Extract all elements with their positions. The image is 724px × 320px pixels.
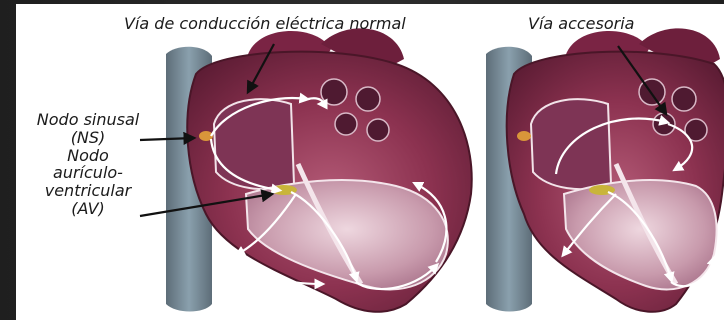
sa-node-2	[517, 131, 531, 141]
left-labels: Nodo sinusal (NS) Nodo aurículo- ventric…	[20, 112, 156, 219]
accessory-heart	[486, 28, 724, 311]
accessory-pathway-label: Vía accesoria	[528, 16, 634, 33]
av-node-label-line4: (AV)	[20, 201, 156, 218]
normal-heart	[140, 28, 472, 311]
sinus-node-label-line2: (NS)	[20, 130, 156, 147]
av-node-label-line3: ventricular	[20, 183, 156, 200]
right-atrium	[214, 99, 294, 189]
av-node-label-line2: aurículo-	[20, 165, 156, 182]
normal-pathway-label: Vía de conducción eléctrica normal	[124, 16, 406, 33]
diagram-panel: Vía de conducción eléctrica normal Vía a…	[16, 4, 724, 320]
sinus-node-label-line1: Nodo sinusal	[20, 112, 156, 129]
av-node-label-line1: Nodo	[20, 148, 156, 165]
ventricle-interior	[246, 180, 448, 289]
